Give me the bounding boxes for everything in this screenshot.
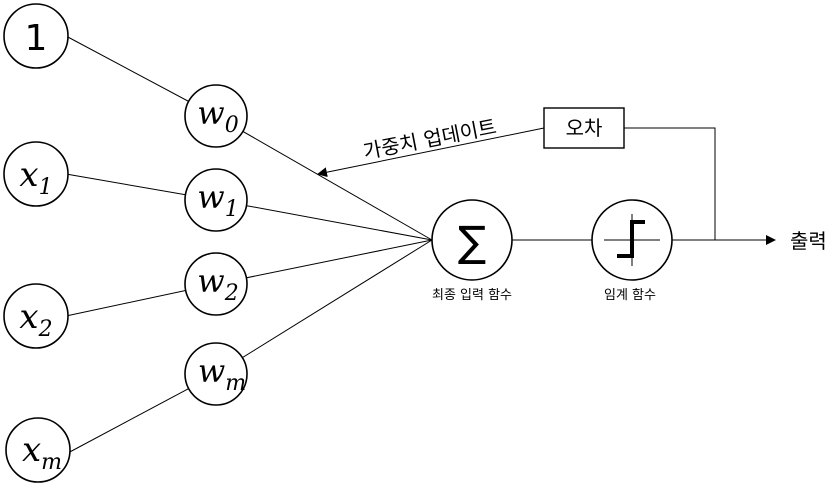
input-node-x2-sub: 2: [38, 317, 53, 342]
edge-weight-m-sum: [215, 239, 433, 375]
input-node-x1: x1: [3, 141, 69, 207]
weight-update-arrow: [317, 127, 545, 178]
weight-node-w1-sub: 1: [225, 197, 239, 222]
weight-node-w2-main: w: [197, 262, 224, 300]
weight-node-w2-sub: 2: [224, 281, 239, 306]
threshold-node-label: 임계 함수: [604, 288, 656, 303]
input-node-xm-main: x: [22, 430, 41, 470]
feedback-line: [624, 127, 716, 240]
sigma-icon: ∑: [458, 217, 486, 266]
weight-update-label: 가중치 업데이트: [361, 114, 498, 163]
input-node-xm: xm: [5, 417, 71, 483]
input-node-bias: 1: [3, 3, 69, 69]
edge-weight-0-sum: [215, 115, 433, 241]
edge-weight-2-sum: [215, 239, 433, 285]
input-node-x1-main: x: [19, 155, 38, 195]
input-node-x1-sub: 1: [39, 175, 53, 200]
input-node-xm-sub: m: [41, 450, 62, 475]
output-label: 출력: [790, 229, 827, 253]
weight-node-wm-sub: m: [225, 371, 246, 396]
svg-text:w2: w2: [197, 262, 238, 306]
threshold-node: [591, 199, 673, 281]
weight-node-w1-main: w: [197, 178, 224, 216]
svg-text:w0: w0: [197, 94, 238, 138]
step-function-icon: [604, 214, 660, 266]
weight-node-w1: w1: [184, 168, 248, 232]
weight-node-w0: w0: [184, 84, 248, 148]
error-box-label: 오차: [566, 116, 603, 140]
weight-node-w0-main: w: [197, 94, 224, 132]
input-node-bias-label: 1: [25, 18, 48, 59]
weight-node-w2: w2: [184, 252, 248, 316]
weight-node-w0-sub: 0: [225, 113, 239, 138]
svg-text:x1: x1: [19, 155, 52, 200]
weight-node-wm-main: w: [198, 352, 225, 390]
input-node-x2: x2: [3, 283, 69, 349]
svg-text:x2: x2: [19, 297, 52, 342]
error-box: 오차: [543, 107, 625, 149]
weight-node-wm: wm: [184, 342, 248, 406]
edge-weight-1-sum: [215, 199, 433, 241]
svg-text:w1: w1: [197, 178, 238, 222]
svg-text:xm: xm: [22, 430, 62, 475]
sum-node: ∑: [431, 199, 513, 281]
input-node-x2-main: x: [19, 297, 38, 337]
svg-text:wm: wm: [198, 352, 246, 396]
sum-node-label: 최종 입력 함수: [432, 288, 512, 303]
